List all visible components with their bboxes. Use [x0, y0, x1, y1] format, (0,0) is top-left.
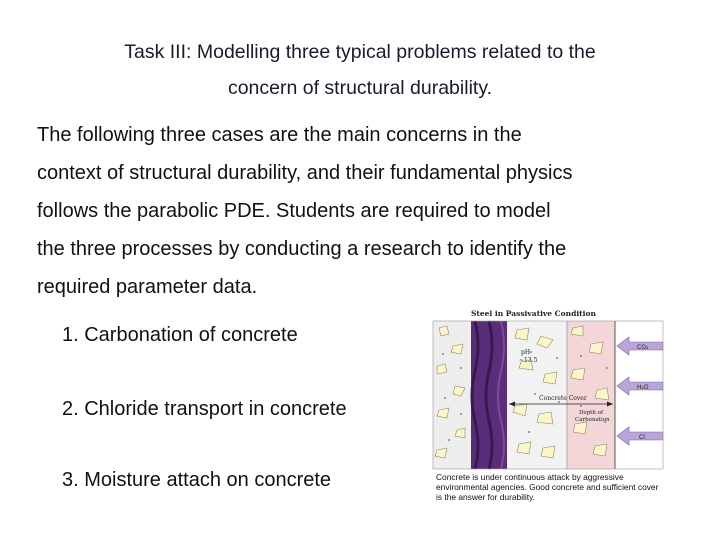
paragraph-line: the three processes by conducting a rese… [37, 238, 567, 260]
concrete-durability-figure: Steel in Passivative Condition [431, 306, 668, 506]
caption-line: environmental agencies. Good concrete an… [436, 482, 659, 492]
paragraph-line: The following three cases are the main c… [37, 124, 522, 146]
list-item-moisture: 3. Moisture attach on concrete [62, 469, 332, 491]
concrete-left [433, 321, 471, 469]
co2-arrow: CO₂ [616, 336, 664, 356]
paragraph-line: required parameter data. [37, 276, 258, 298]
h2o-label: H₂O [637, 384, 649, 391]
title-line-1: Task III: Modelling three typical proble… [124, 41, 596, 63]
list-item-carbonation: 1. Carbonation of concrete [62, 324, 298, 346]
list-item-chloride: 2. Chloride transport in concrete [62, 398, 347, 420]
paragraph-line: context of structural durability, and th… [37, 162, 573, 184]
cover-label: Concrete Cover [539, 395, 587, 402]
intro-paragraph: The following three cases are the main c… [37, 116, 692, 306]
slide-title: Task III: Modelling three typical proble… [30, 34, 690, 106]
figure-heading: Steel in Passivative Condition [471, 309, 596, 318]
figure-illustration: Steel in Passivative Condition [431, 306, 668, 472]
paragraph-line: follows the parabolic PDE. Students are … [37, 200, 551, 222]
figure-caption: Concrete is under continuous attack by a… [436, 472, 671, 502]
ph-label: pH [521, 349, 530, 356]
depth-label-line-1: Depth of [579, 410, 604, 416]
h2o-arrow: H₂O [616, 376, 664, 396]
concrete-cover [507, 321, 567, 469]
chloride-arrow: Cl [616, 426, 664, 446]
title-line-2: concern of structural durability. [227, 77, 493, 99]
co2-label: CO₂ [637, 344, 649, 351]
steel-bar [471, 321, 507, 469]
concrete-dots [442, 351, 608, 441]
aggregate-stones [434, 325, 610, 459]
caption-line: Concrete is under continuous attack by a… [436, 472, 624, 482]
ph-value: ~13.5 [519, 357, 538, 364]
depth-label-line-2: Carbonation [575, 417, 610, 423]
chloride-label: Cl [639, 434, 645, 441]
caption-line: is the answer for durability. [436, 492, 535, 502]
